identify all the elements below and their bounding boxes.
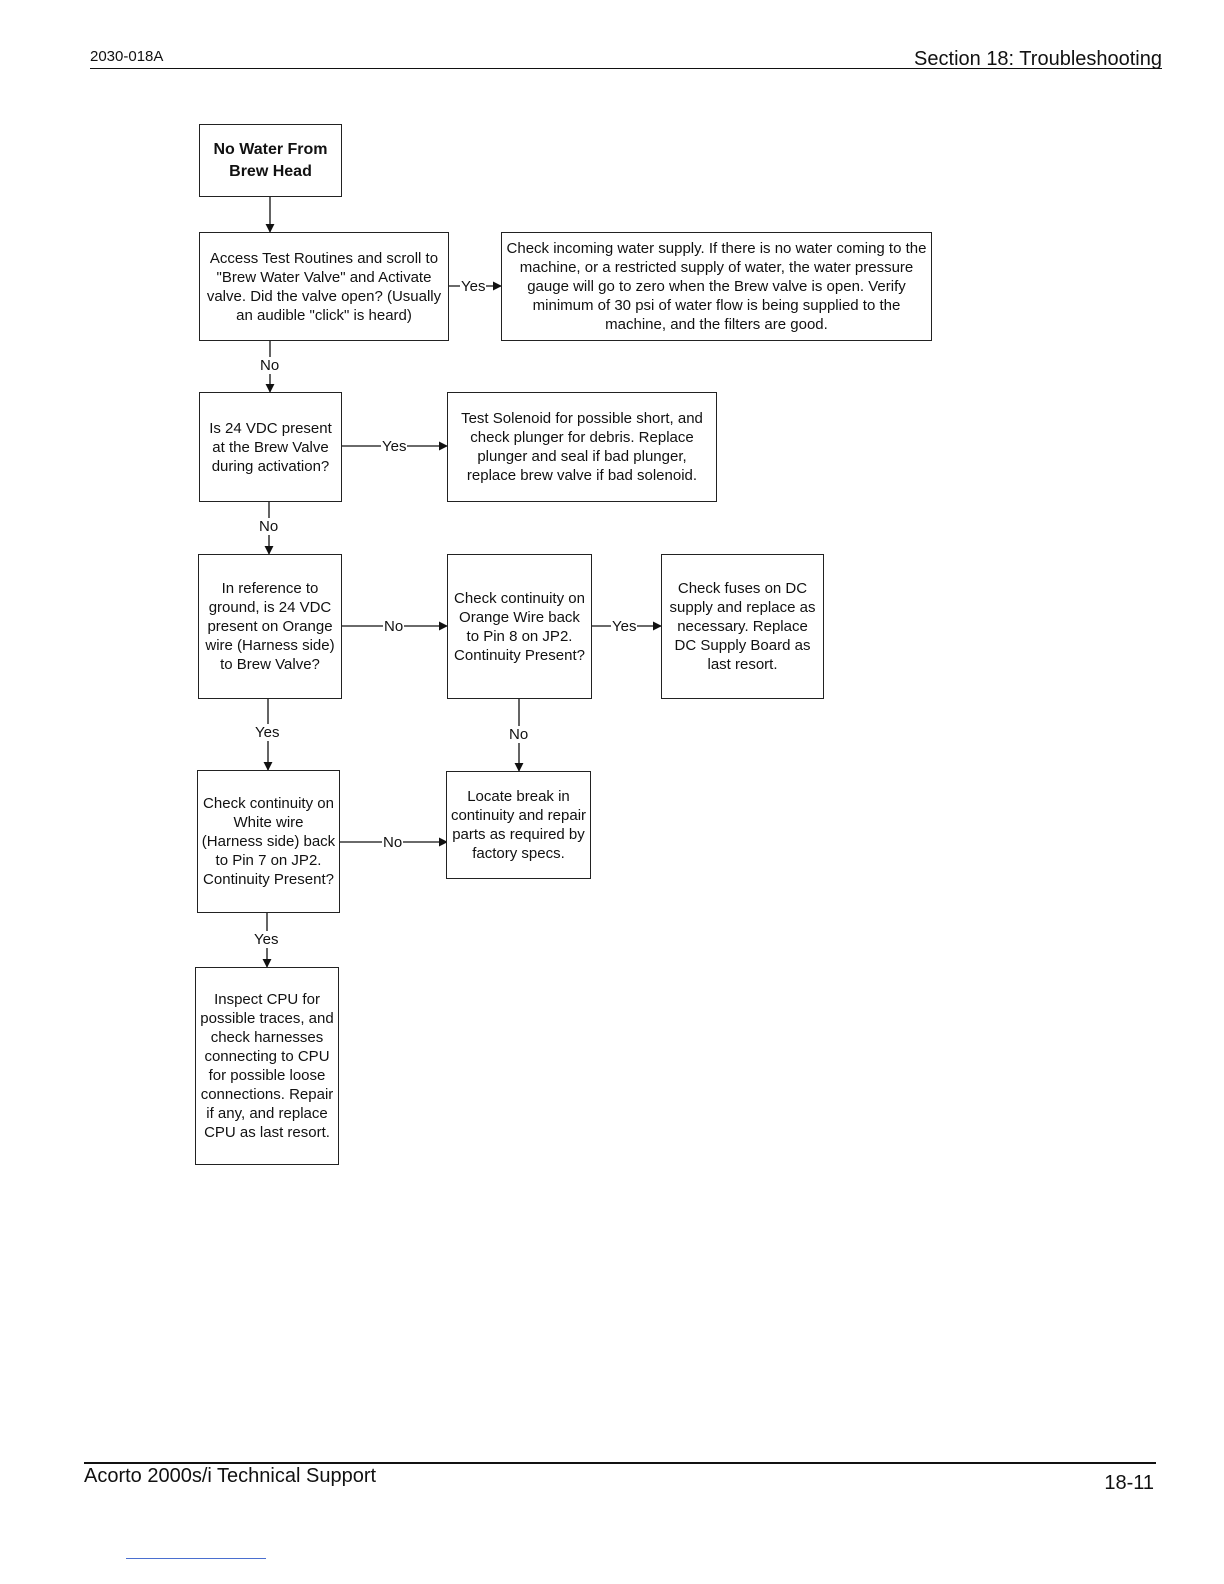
- edge-label-q4-yes: Yes: [253, 931, 280, 948]
- edge-label-q3-no: No: [383, 618, 405, 635]
- node-test-solenoid: Test Solenoid for possible short, and ch…: [447, 392, 717, 502]
- node-24vdc-orange-wire: In reference to ground, is 24 VDC presen…: [198, 554, 342, 699]
- edge-label-q1-yes: Yes: [460, 278, 487, 295]
- node-brew-water-valve-test: Access Test Routines and scroll to "Brew…: [199, 232, 449, 341]
- node-no-water-from-brew-head: No Water From Brew Head: [199, 124, 342, 197]
- node-check-incoming-water-supply: Check incoming water supply. If there is…: [501, 232, 932, 341]
- node-24vdc-at-brew-valve: Is 24 VDC present at the Brew Valve duri…: [199, 392, 342, 502]
- node-continuity-orange-wire: Check continuity on Orange Wire back to …: [447, 554, 592, 699]
- header-rule: [90, 68, 1162, 69]
- footer-product-name: Acorto 2000s/i Technical Support: [84, 1465, 377, 1487]
- scan-artifact-line: [126, 1558, 266, 1559]
- edge-label-q4-no: No: [382, 834, 404, 851]
- edge-label-q1-no: No: [259, 357, 281, 374]
- section-title: Section 18: Troubleshooting: [914, 48, 1162, 70]
- node-continuity-white-wire: Check continuity on White wire (Harness …: [197, 770, 340, 913]
- edge-label-q3b-no: No: [508, 726, 530, 743]
- node-locate-continuity-break: Locate break in continuity and repair pa…: [446, 771, 591, 879]
- footer-rule: [84, 1462, 1156, 1464]
- node-inspect-cpu: Inspect CPU for possible traces, and che…: [195, 967, 339, 1165]
- edge-label-q2-yes: Yes: [381, 438, 408, 455]
- edge-label-q3-yes: Yes: [254, 724, 281, 741]
- document-number: 2030-018A: [90, 48, 164, 65]
- page-number: 18-11: [1104, 1472, 1154, 1494]
- edge-label-q3b-yes: Yes: [611, 618, 638, 635]
- edge-label-q2-no: No: [258, 518, 280, 535]
- node-check-dc-fuses: Check fuses on DC supply and replace as …: [661, 554, 824, 699]
